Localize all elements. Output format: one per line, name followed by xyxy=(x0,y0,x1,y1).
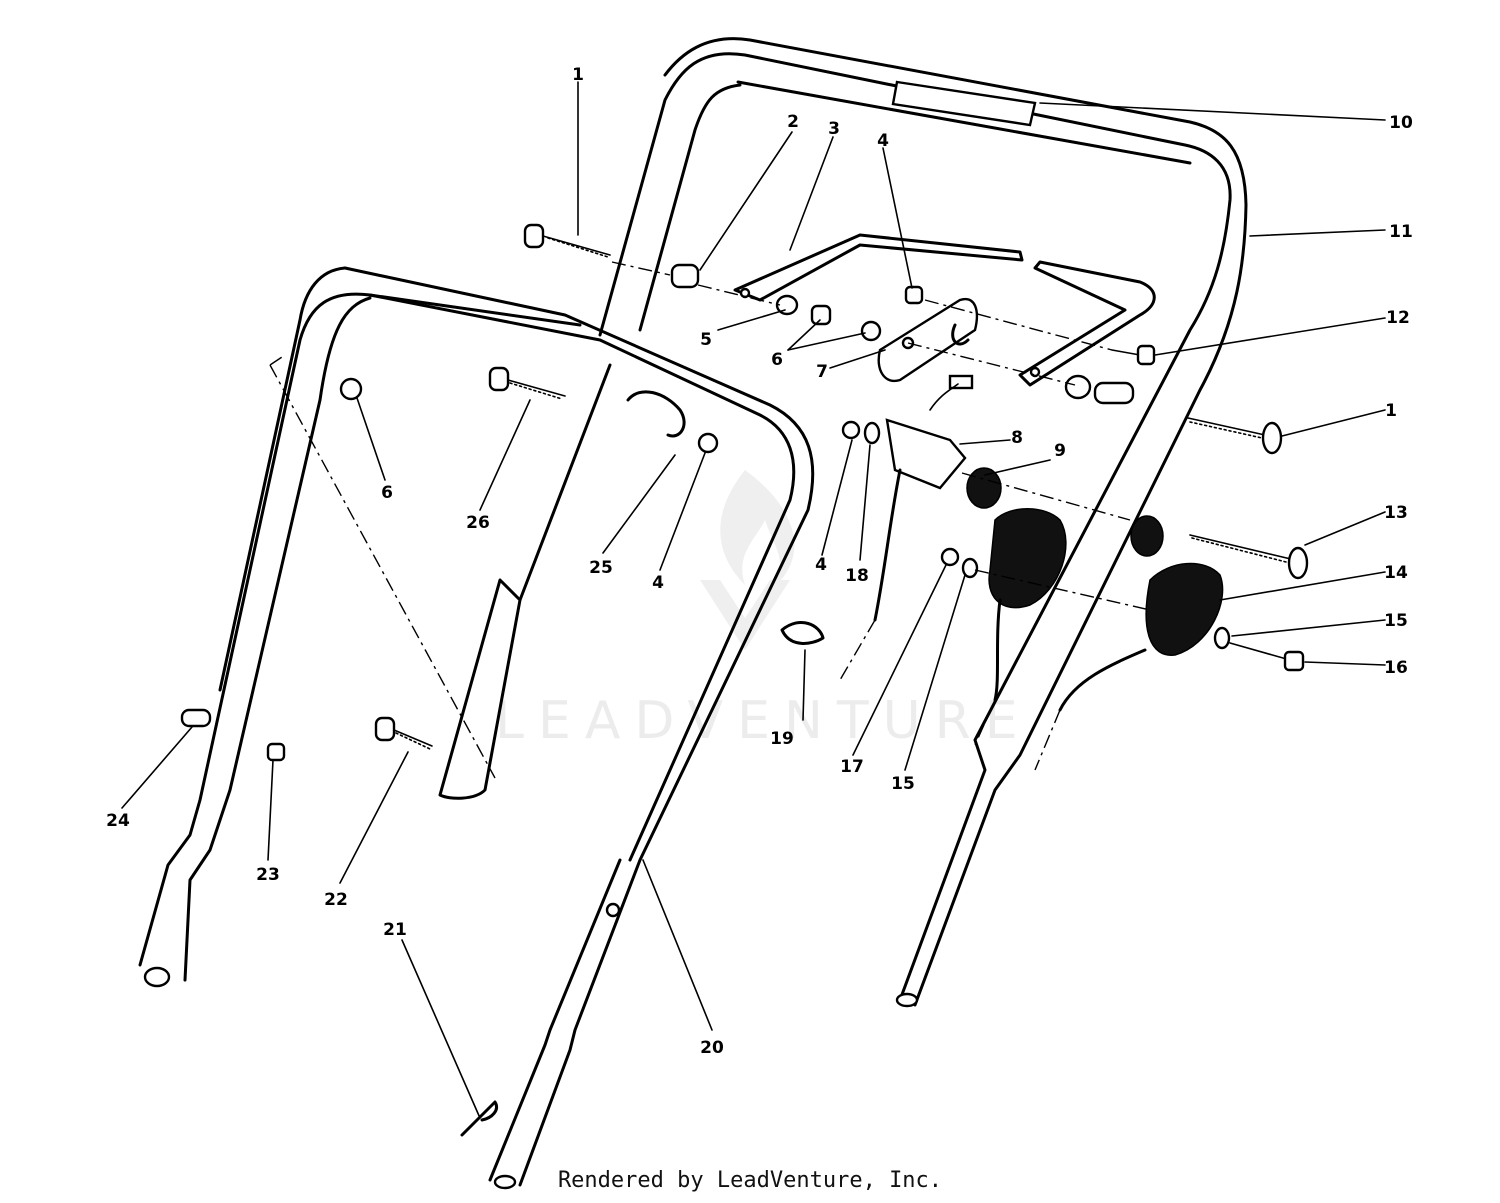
bracket-7 xyxy=(877,297,979,383)
callout-12: 12 xyxy=(1386,308,1410,328)
callout-1: 1 xyxy=(572,65,584,85)
callout-17: 17 xyxy=(840,757,864,777)
handle-grip xyxy=(891,80,1037,127)
switch-8 xyxy=(873,374,974,622)
render-credit: Rendered by LeadVenture, Inc. xyxy=(557,1168,943,1193)
callout-15b: 15 xyxy=(891,774,915,794)
callout-4b: 4 xyxy=(652,573,664,593)
hardware-small xyxy=(180,263,1135,762)
callout-8: 8 xyxy=(1011,428,1023,448)
callout-4c: 4 xyxy=(815,555,827,575)
bolt-1a xyxy=(523,223,611,258)
callout-1b: 1 xyxy=(1385,401,1397,421)
control-module-9 xyxy=(966,467,1067,702)
bolt-12 xyxy=(1111,344,1156,366)
callout-25: 25 xyxy=(589,558,613,578)
bolt-26 xyxy=(488,366,566,400)
callout-4: 4 xyxy=(877,131,889,151)
callout-23: 23 xyxy=(256,865,280,885)
callout-22: 22 xyxy=(324,890,348,910)
lower-handle xyxy=(138,266,815,1190)
callout-15: 15 xyxy=(1384,611,1408,631)
callout-5: 5 xyxy=(700,330,712,350)
control-module-14 xyxy=(1058,515,1224,712)
callout-3: 3 xyxy=(828,119,840,139)
pin-21 xyxy=(460,1100,498,1137)
callout-6b: 6 xyxy=(381,483,393,503)
bolt-16 xyxy=(1213,626,1305,672)
upper-handle xyxy=(598,37,1248,1008)
callout-7: 7 xyxy=(816,362,828,382)
callout-2: 2 xyxy=(787,112,799,132)
watermark: LEADVENTURE xyxy=(495,470,1032,751)
callout-13: 13 xyxy=(1384,503,1408,523)
bolt-1b xyxy=(1187,417,1283,455)
callouts: 1 2 3 4 10 11 12 5 6 7 1 8 9 13 14 15 16… xyxy=(106,65,1413,1058)
callout-14: 14 xyxy=(1384,563,1408,583)
callout-20: 20 xyxy=(700,1038,724,1058)
callout-21: 21 xyxy=(383,920,407,940)
bolt-13 xyxy=(1189,534,1309,580)
callout-24: 24 xyxy=(106,811,130,831)
callout-18: 18 xyxy=(845,566,869,586)
callout-9: 9 xyxy=(1054,441,1066,461)
callout-11: 11 xyxy=(1389,222,1413,242)
callout-19: 19 xyxy=(770,729,794,749)
clip-19 xyxy=(780,621,825,645)
callout-16: 16 xyxy=(1384,658,1408,678)
callout-26: 26 xyxy=(466,513,490,533)
clip-25 xyxy=(626,390,686,438)
leader-lines xyxy=(121,81,1386,1119)
callout-6: 6 xyxy=(771,350,783,370)
alignment-lines xyxy=(269,261,1151,779)
bolt-22 xyxy=(374,716,433,750)
callout-10: 10 xyxy=(1389,113,1413,133)
watermark-text: LEADVENTURE xyxy=(495,691,1032,751)
